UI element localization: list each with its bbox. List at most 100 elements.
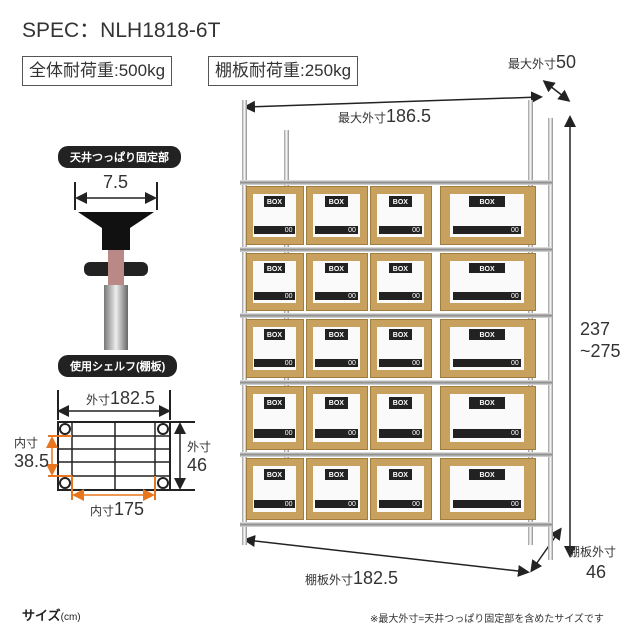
box-number: 00: [453, 292, 521, 300]
box-label: BOX 00: [252, 326, 297, 371]
box-number: 00: [314, 292, 358, 300]
rack-shelf: [240, 313, 552, 318]
storage-box: BOX 00: [306, 386, 368, 450]
shelf-width-dimension: 棚板外寸182.5: [305, 568, 399, 588]
box-number: 00: [254, 429, 295, 438]
box-number: 00: [254, 499, 295, 509]
box-number: 00: [254, 358, 295, 367]
height-dimension: 237~275: [580, 319, 621, 361]
box-label: BOX 00: [252, 193, 297, 238]
max-width-dimension: 最大外寸186.5: [338, 106, 432, 126]
box-title: BOX: [324, 397, 349, 409]
box-title: BOX: [388, 196, 413, 207]
box-label: BOX 00: [252, 394, 297, 442]
storage-box: BOX 00: [246, 458, 304, 520]
size-label: サイズ(cm): [22, 608, 81, 623]
box-label: BOX 00: [252, 466, 297, 512]
box-number: 00: [378, 429, 422, 438]
box-label: BOX 00: [377, 326, 424, 371]
rack-shelf: [240, 247, 552, 252]
box-number: 00: [314, 225, 358, 234]
storage-box: BOX 00: [440, 386, 536, 450]
box-title: BOX: [263, 263, 286, 274]
box-number: 00: [453, 499, 521, 509]
storage-box: BOX 00: [440, 458, 536, 520]
box-number: 00: [453, 429, 521, 438]
storage-box: BOX 00: [246, 253, 304, 311]
rack-post: [242, 100, 247, 545]
box-label: BOX 00: [377, 193, 424, 238]
box-label: BOX 00: [450, 260, 524, 304]
storage-box: BOX 00: [440, 253, 536, 311]
storage-box: BOX 00: [370, 386, 432, 450]
box-label: BOX 00: [450, 326, 524, 371]
rack-shelf: [240, 522, 552, 527]
rack-shelf: [240, 180, 552, 185]
footer-note: ※最大外寸=天井つっぱり固定部を含めたサイズです: [370, 614, 604, 625]
box-title: BOX: [324, 329, 349, 340]
box-number: 00: [378, 358, 422, 367]
box-title: BOX: [263, 329, 286, 340]
box-label: BOX 00: [450, 193, 524, 238]
box-title: BOX: [263, 397, 286, 409]
total-load-capacity: 全体耐荷重:500kg: [22, 56, 173, 86]
rack-shelf: [240, 452, 552, 457]
box-label: BOX 00: [313, 260, 360, 304]
storage-box: BOX 00: [246, 319, 304, 378]
box-number: 00: [254, 225, 295, 234]
max-depth-dimension: 最大外寸50: [508, 52, 577, 72]
box-label: BOX 00: [252, 260, 297, 304]
storage-box: BOX 00: [370, 319, 432, 378]
box-label: BOX 00: [313, 193, 360, 238]
box-title: BOX: [388, 329, 413, 340]
box-title: BOX: [388, 397, 413, 409]
box-label: BOX 00: [450, 466, 524, 512]
box-number: 00: [254, 292, 295, 300]
storage-box: BOX 00: [246, 186, 304, 245]
box-number: 00: [314, 499, 358, 509]
box-title: BOX: [263, 468, 286, 480]
box-number: 00: [314, 429, 358, 438]
panel-outer-width: 外寸182.5: [86, 388, 156, 408]
box-number: 00: [378, 499, 422, 509]
box-title: BOX: [324, 196, 349, 207]
box-label: BOX 00: [377, 394, 424, 442]
shelf-panel-title: 使用シェルフ(棚板): [58, 355, 178, 377]
box-title: BOX: [468, 397, 506, 409]
box-title: BOX: [468, 263, 506, 274]
storage-box: BOX 00: [440, 186, 536, 245]
ceiling-part-width: 7.5: [103, 172, 129, 192]
box-label: BOX 00: [313, 394, 360, 442]
box-title: BOX: [468, 329, 506, 340]
box-number: 00: [378, 292, 422, 300]
box-title: BOX: [468, 196, 506, 207]
storage-box: BOX 00: [306, 186, 368, 245]
rack-post: [548, 118, 553, 560]
box-number: 00: [453, 358, 521, 367]
box-title: BOX: [263, 196, 286, 207]
panel-inner-width: 内寸175: [90, 499, 145, 519]
box-number: 00: [453, 225, 521, 234]
storage-box: BOX 00: [440, 319, 536, 378]
box-number: 00: [378, 225, 422, 234]
box-title: BOX: [468, 468, 506, 480]
storage-box: BOX 00: [370, 186, 432, 245]
box-title: BOX: [324, 263, 349, 274]
spec-title: SPEC：NLH1818-6T: [22, 19, 221, 42]
box-label: BOX 00: [450, 394, 524, 442]
storage-box: BOX 00: [306, 253, 368, 311]
rack-shelf: [240, 380, 552, 385]
